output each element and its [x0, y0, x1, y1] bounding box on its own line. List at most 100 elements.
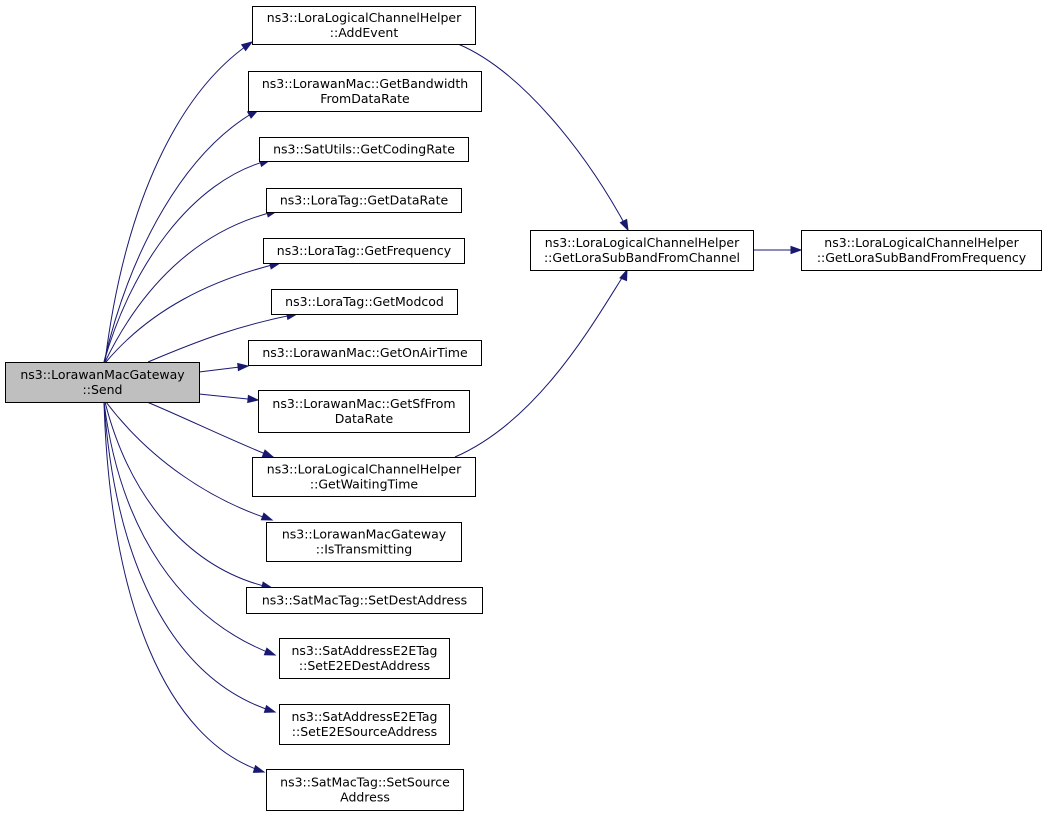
- node-label-line: Address: [340, 790, 390, 805]
- function-node-getbandwidth[interactable]: ns3::LorawanMac::GetBandwidthFromDataRat…: [248, 71, 482, 112]
- node-box: [266, 769, 464, 811]
- node-box: [263, 238, 465, 264]
- edge-line: [457, 43, 629, 231]
- function-node-getwaiting[interactable]: ns3::LoraLogicalChannelHelper::GetWaitin…: [252, 457, 476, 497]
- node-label-line: ns3::LorawanMac::GetBandwidth: [262, 76, 468, 91]
- node-label-line: ns3::LorawanMacGateway: [282, 527, 447, 542]
- call-edge-send-to-setsource: [103, 401, 266, 773]
- node-label-line: ns3::LoraLogicalChannelHelper: [267, 10, 462, 25]
- edge-line: [104, 401, 273, 589]
- call-edge-send-to-sete2esrc: [103, 401, 277, 713]
- arrowhead-icon: [237, 362, 250, 372]
- arrowhead-icon: [261, 449, 275, 458]
- arrowhead-icon: [263, 704, 277, 713]
- function-node-send[interactable]: ns3::LorawanMacGateway::Send: [5, 362, 200, 403]
- node-label-line: ns3::LoraLogicalChannelHelper: [267, 462, 462, 477]
- node-box: [252, 6, 476, 45]
- arrowhead-icon: [252, 764, 266, 773]
- node-label-line: ::GetWaitingTime: [310, 477, 419, 492]
- arrowhead-icon: [247, 394, 260, 404]
- edge-line: [103, 401, 276, 656]
- node-label-line: ::IsTransmitting: [316, 542, 412, 557]
- node-box: [252, 457, 476, 497]
- node-label-line: ::GetLoraSubBandFromFrequency: [817, 250, 1027, 265]
- node-label-line: ns3::LoraLogicalChannelHelper: [545, 235, 740, 250]
- node-label-line: ns3::LoraTag::GetDataRate: [280, 193, 449, 208]
- function-node-getfrequency[interactable]: ns3::LoraTag::GetFrequency: [263, 238, 465, 264]
- node-label-line: ::SetE2ESourceAddress: [292, 724, 437, 739]
- call-edge-addevent-to-getsubbandchannel: [457, 43, 629, 232]
- node-box: [801, 230, 1042, 271]
- node-label-line: ns3::LoraTag::GetFrequency: [277, 243, 452, 258]
- edge-line: [103, 401, 265, 773]
- arrowhead-icon: [263, 647, 277, 656]
- edge-line: [104, 210, 278, 363]
- function-node-sete2esrc[interactable]: ns3::SatAddressE2ETag::SetE2ESourceAddre…: [279, 704, 450, 745]
- node-label-line: ::Send: [83, 382, 123, 397]
- function-node-istransmitting[interactable]: ns3::LorawanMacGateway::IsTransmitting: [266, 522, 462, 562]
- call-edge-send-to-getcodingrate: [103, 159, 272, 363]
- call-edge-send-to-getbandwidth: [103, 109, 260, 363]
- node-box: [266, 188, 462, 213]
- function-node-getsubbandfreq[interactable]: ns3::LoraLogicalChannelHelper::GetLoraSu…: [801, 230, 1042, 271]
- edge-line: [105, 401, 273, 521]
- call-edge-getwaiting-to-getsubbandchannel: [454, 268, 628, 458]
- node-box: [258, 390, 470, 433]
- node-box: [271, 289, 458, 315]
- node-label-line: ns3::LoraTag::GetModcod: [285, 294, 444, 309]
- function-node-addevent[interactable]: ns3::LoraLogicalChannelHelper::AddEvent: [252, 6, 476, 45]
- function-node-getdatarate[interactable]: ns3::LoraTag::GetDataRate: [266, 188, 462, 213]
- arrowhead-icon: [619, 218, 629, 232]
- node-box: [259, 137, 469, 162]
- edge-line: [454, 269, 628, 458]
- arrowhead-icon: [619, 268, 628, 282]
- call-edge-send-to-getwaiting: [146, 401, 275, 458]
- arrowhead-icon: [260, 512, 274, 521]
- call-edge-send-to-getsf: [198, 393, 260, 404]
- function-node-getsubbandchannel[interactable]: ns3::LoraLogicalChannelHelper::GetLoraSu…: [530, 230, 754, 271]
- edge-line: [147, 313, 298, 363]
- node-label-line: ns3::SatMacTag::SetDestAddress: [262, 593, 467, 608]
- function-node-getmodcod[interactable]: ns3::LoraTag::GetModcod: [271, 289, 458, 315]
- edge-line: [105, 262, 281, 363]
- call-edge-send-to-istransmitting: [105, 401, 274, 521]
- node-label-line: FromDataRate: [320, 91, 410, 106]
- edge-line: [104, 41, 253, 363]
- node-label-line: ns3::SatMacTag::SetSource: [280, 775, 450, 790]
- edge-line: [103, 109, 259, 363]
- node-label-line: ns3::LorawanMac::GetSfFrom: [272, 396, 455, 411]
- node-label-line: ns3::LorawanMac::GetOnAirTime: [262, 345, 468, 360]
- node-box: [5, 362, 200, 403]
- node-label-line: ns3::LoraLogicalChannelHelper: [824, 235, 1019, 250]
- node-box: [248, 340, 482, 366]
- call-edge-send-to-sete2edest: [103, 401, 277, 656]
- edge-line: [146, 401, 274, 458]
- edge-line: [103, 159, 271, 363]
- node-box: [246, 587, 483, 614]
- node-label-line: ns3::SatUtils::GetCodingRate: [273, 142, 455, 157]
- edge-line: [103, 401, 276, 713]
- function-node-getcodingrate[interactable]: ns3::SatUtils::GetCodingRate: [259, 137, 469, 162]
- call-edge-send-to-getonairtime: [198, 362, 250, 373]
- function-node-getonairtime[interactable]: ns3::LorawanMac::GetOnAirTime: [248, 340, 482, 366]
- node-box: [248, 71, 482, 112]
- function-node-sete2edest[interactable]: ns3::SatAddressE2ETag::SetE2EDestAddress: [279, 638, 450, 679]
- node-label-line: DataRate: [335, 411, 394, 426]
- call-edge-getsubbandchannel-to-getsubbandfreq: [753, 245, 803, 255]
- node-label-line: ns3::LorawanMacGateway: [20, 367, 185, 382]
- node-label-line: ::GetLoraSubBandFromChannel: [544, 250, 740, 265]
- node-box: [279, 638, 450, 679]
- node-box: [279, 704, 450, 745]
- node-box: [266, 522, 462, 562]
- node-label-line: ::AddEvent: [330, 25, 399, 40]
- arrowhead-icon: [240, 41, 254, 52]
- node-box: [530, 230, 754, 271]
- node-label-line: ::SetE2EDestAddress: [299, 658, 430, 673]
- function-node-setdest[interactable]: ns3::SatMacTag::SetDestAddress: [246, 587, 483, 614]
- node-label-line: ns3::SatAddressE2ETag: [292, 643, 438, 658]
- node-label-line: ns3::SatAddressE2ETag: [292, 709, 438, 724]
- call-edge-send-to-addevent: [104, 41, 254, 363]
